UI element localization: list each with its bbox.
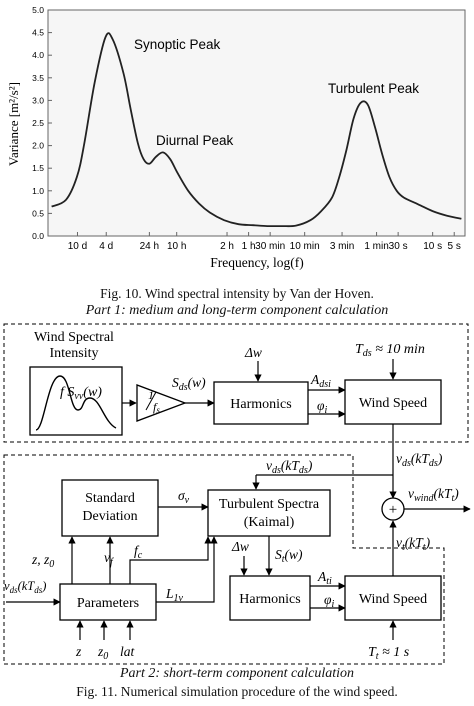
turb-spectra-1: Turbulent Spectra: [219, 497, 320, 512]
l1v-label: L1v: [165, 586, 184, 604]
figure-11-caption: Fig. 11. Numerical simulation procedure …: [76, 684, 398, 699]
st-label: St(w): [275, 547, 303, 565]
x-axis-label: Frequency, log(f): [210, 255, 304, 270]
svv-label: f Svv(w): [60, 385, 102, 402]
gain-num: 1: [148, 388, 154, 402]
annotation-turbulent-peak: Turbulent Peak: [328, 81, 419, 96]
std-deviation-box: [61, 479, 159, 537]
x-tick-label: 5 s: [448, 241, 461, 252]
y-tick-label: 3.5: [32, 73, 44, 83]
part1-region: [3, 323, 469, 443]
simulation-diagram: Wind Spectral Intensity f Svv(w) 1 fs Sd…: [3, 323, 471, 665]
annotation-synoptic-peak: Synoptic Peak: [134, 37, 221, 52]
part-1-heading: Part 1: medium and long-term component c…: [85, 303, 389, 318]
x-tick-label: 2 h: [220, 241, 234, 252]
series-line: [51, 32, 462, 228]
delta-w-2: Δw: [231, 539, 249, 554]
figure-10-caption: Fig. 10. Wind spectral intensity by Van …: [100, 286, 374, 301]
x-tick-label: 1 min: [364, 241, 388, 252]
vds-ktds-input-label: vds(kTds): [4, 579, 46, 595]
x-tick-label: 10 d: [68, 241, 87, 252]
parameters-label: Parameters: [77, 596, 139, 611]
l1v-line: [156, 536, 218, 603]
z-z0-label: z, z0: [31, 552, 54, 570]
y-tick-label: 1.0: [32, 186, 44, 196]
variance-spectrum-chart: 0.0 0.5 1.0 1.5 2.0 2.5 3.0 3.5 4.0 4.5 5.0 10 d 4 …: [6, 5, 466, 270]
y-tick-label: 2.0: [32, 141, 44, 151]
x-tick-label: 10 min: [290, 241, 320, 252]
spectral-curve-sketch: [35, 375, 117, 431]
y-tick-label: 4.0: [32, 50, 44, 60]
tds-label: Tds ≈ 10 min: [355, 342, 425, 359]
wind-speed-2-label: Wind Speed: [359, 592, 427, 607]
z-input-label: z: [75, 644, 82, 659]
y-tick-label: 0.5: [32, 208, 44, 218]
vf-label: vf: [104, 550, 114, 568]
gain-den: fs: [153, 400, 160, 415]
std-deviation-1: Standard: [85, 491, 135, 506]
fc-label: fc: [134, 543, 143, 561]
harmonics-2-label: Harmonics: [239, 592, 300, 607]
part-2-heading: Part 2: short-term component calculation: [119, 666, 355, 681]
vds-ktds-label-right: vds(kTds): [396, 451, 443, 469]
plus-sign: +: [389, 502, 397, 518]
y-tick-label: 2.5: [32, 118, 44, 128]
turb-spectra-2: (Kaimal): [244, 515, 295, 530]
tt-label: Tt ≈ 1 s: [368, 645, 410, 662]
harmonics-1-label: Harmonics: [230, 397, 291, 412]
x-tick-label: 3 min: [330, 241, 354, 252]
y-tick-label: 4.5: [32, 28, 44, 38]
ati-label: Ati: [317, 569, 332, 587]
lat-input-label: lat: [120, 644, 136, 659]
plot-area: [47, 9, 466, 237]
x-tick-label: 10 h: [167, 241, 186, 252]
fc-line: [129, 536, 212, 584]
phi-2-label: φi: [324, 592, 334, 610]
y-tick-label: 1.5: [32, 163, 44, 173]
gain-slash: [145, 391, 157, 411]
std-deviation-2: Deviation: [82, 509, 137, 524]
vds-ktds-label-mid: vds(kTds): [266, 458, 313, 476]
annotation-diurnal-peak: Diurnal Peak: [156, 133, 234, 148]
spectral-title-2: Intensity: [50, 346, 99, 361]
vt-label: vt(kTt): [396, 535, 431, 553]
x-tick-label: 1 h: [242, 241, 256, 252]
x-tick-label: 30 min: [255, 241, 285, 252]
vwind-label: vwind(kTt): [408, 486, 459, 504]
x-tick-label: 4 d: [99, 241, 113, 252]
z0-input-label: z0: [97, 644, 108, 662]
y-axis-ticks: 0.0 0.5 1.0 1.5 2.0 2.5 3.0 3.5 4.0 4.5 5.0: [32, 5, 52, 241]
harmonics-box-1: [213, 381, 309, 425]
sigma-label: σv: [178, 488, 190, 506]
y-tick-label: 3.0: [32, 95, 44, 105]
spectral-intensity-box: [29, 366, 123, 436]
x-tick-label: 10 s: [423, 241, 442, 252]
delta-w-1: Δw: [244, 345, 262, 360]
x-tick-label: 30 s: [389, 241, 408, 252]
part2-region: [3, 454, 445, 665]
harmonics-box-2: [229, 575, 311, 621]
y-tick-label: 0.0: [32, 231, 44, 241]
adsi-label: Adsi: [310, 372, 331, 390]
sds-label: Sds(w): [172, 375, 206, 393]
phi-1-label: φi: [317, 398, 327, 416]
gain-triangle: [136, 384, 187, 422]
x-tick-label: 24 h: [140, 241, 159, 252]
spectral-title-1: Wind Spectral: [34, 330, 114, 345]
y-tick-label: 5.0: [32, 5, 44, 15]
wind-speed-1-label: Wind Speed: [359, 396, 427, 411]
y-axis-label: Variance [m²/s²]: [6, 82, 21, 166]
